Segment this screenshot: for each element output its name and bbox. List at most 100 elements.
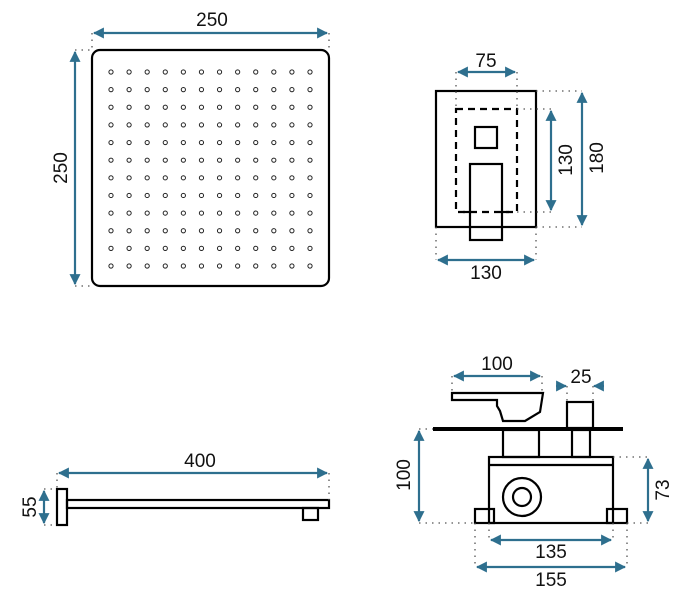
- nozzle: [198, 122, 205, 128]
- nozzle: [144, 245, 150, 251]
- shower-head-width-label: 250: [196, 10, 228, 31]
- nozzle: [144, 69, 150, 75]
- nozzle: [180, 228, 186, 234]
- nozzle: [180, 122, 186, 128]
- nozzle: [271, 69, 277, 75]
- nozzle: [144, 263, 150, 269]
- nozzle: [253, 263, 259, 269]
- shower-head-view: 250 250: [51, 10, 331, 288]
- nozzle: [235, 122, 241, 128]
- nozzle: [162, 122, 168, 128]
- left-foot: [473, 507, 496, 525]
- nozzle: [289, 263, 295, 269]
- nozzle: [216, 228, 223, 234]
- nozzle: [271, 139, 277, 146]
- nozzle: [180, 175, 186, 181]
- nozzle: [307, 263, 313, 269]
- nozzle: [216, 263, 223, 269]
- nozzle: [253, 210, 259, 216]
- nozzle: [271, 104, 277, 110]
- outlet-port: [501, 476, 543, 518]
- nozzle: [235, 245, 241, 251]
- mixer-side-view: 100 25 73 100 135 155: [394, 354, 674, 591]
- nozzle: [198, 69, 205, 75]
- nozzle: [271, 157, 277, 163]
- nozzle: [271, 210, 277, 216]
- nozzle: [235, 175, 241, 181]
- outer-width-label: 130: [470, 263, 502, 284]
- nozzle: [253, 175, 259, 181]
- diverter-knob-side: [565, 400, 595, 430]
- nozzle: [289, 245, 295, 251]
- shower-arm-view: 400 55: [20, 451, 331, 527]
- nozzle: [126, 87, 132, 93]
- nozzle: [108, 122, 114, 128]
- nozzle: [271, 175, 277, 181]
- nozzle: [180, 69, 186, 75]
- nozzle: [180, 104, 186, 110]
- nozzle: [108, 139, 114, 146]
- nozzle: [126, 69, 132, 75]
- nozzle: [289, 175, 295, 181]
- nozzle: [162, 87, 168, 93]
- nozzle: [307, 228, 313, 234]
- nozzle: [271, 228, 277, 234]
- nozzle: [108, 263, 114, 269]
- nozzle: [253, 69, 259, 75]
- nozzle: [144, 210, 150, 216]
- outer-width-label-side: 155: [535, 570, 567, 591]
- nozzle: [216, 192, 223, 199]
- nozzle: [162, 228, 168, 234]
- nozzle: [198, 210, 205, 216]
- nozzle: [126, 245, 132, 251]
- nozzle: [253, 104, 259, 110]
- nozzle: [289, 69, 295, 75]
- nozzle: [235, 104, 241, 110]
- nozzle: [126, 210, 132, 216]
- nozzle: [144, 122, 150, 128]
- lever-handle-side: [450, 391, 545, 423]
- nozzle: [235, 139, 241, 146]
- nozzle: [108, 175, 114, 181]
- nozzle: [126, 104, 132, 110]
- nozzle: [216, 87, 223, 93]
- nozzle: [235, 263, 241, 269]
- nozzle: [162, 210, 168, 216]
- nozzle: [108, 104, 114, 110]
- nozzle: [271, 122, 277, 128]
- nozzle: [289, 192, 295, 199]
- nozzle: [108, 228, 114, 234]
- nozzle: [235, 157, 241, 163]
- box-height-label: 73: [653, 479, 674, 500]
- diverter-knob: [473, 125, 499, 150]
- nozzle: [126, 139, 132, 146]
- nozzle: [253, 139, 259, 146]
- nozzle: [162, 69, 168, 75]
- nozzle: [108, 210, 114, 216]
- nozzle: [108, 157, 114, 163]
- nozzle: [307, 139, 313, 146]
- nozzle: [253, 228, 259, 234]
- nozzle: [180, 157, 186, 163]
- nozzle: [180, 139, 186, 146]
- nozzle: [235, 192, 241, 199]
- nozzle: [253, 122, 259, 128]
- nozzle: [198, 228, 205, 234]
- nozzle: [216, 175, 223, 181]
- nozzle: [307, 69, 313, 75]
- nozzle: [144, 175, 150, 181]
- nozzle: [144, 157, 150, 163]
- diverter-stem: [570, 428, 592, 459]
- cover-plate: [434, 89, 538, 229]
- nozzle: [108, 192, 114, 199]
- inner-width-label: 75: [475, 51, 496, 72]
- nozzle: [216, 210, 223, 216]
- nozzle: [126, 228, 132, 234]
- nozzle: [198, 263, 205, 269]
- nozzle: [289, 139, 295, 146]
- nozzle: [162, 263, 168, 269]
- nozzle: [253, 192, 259, 199]
- nozzle: [144, 104, 150, 110]
- handle-length-label: 100: [481, 354, 513, 375]
